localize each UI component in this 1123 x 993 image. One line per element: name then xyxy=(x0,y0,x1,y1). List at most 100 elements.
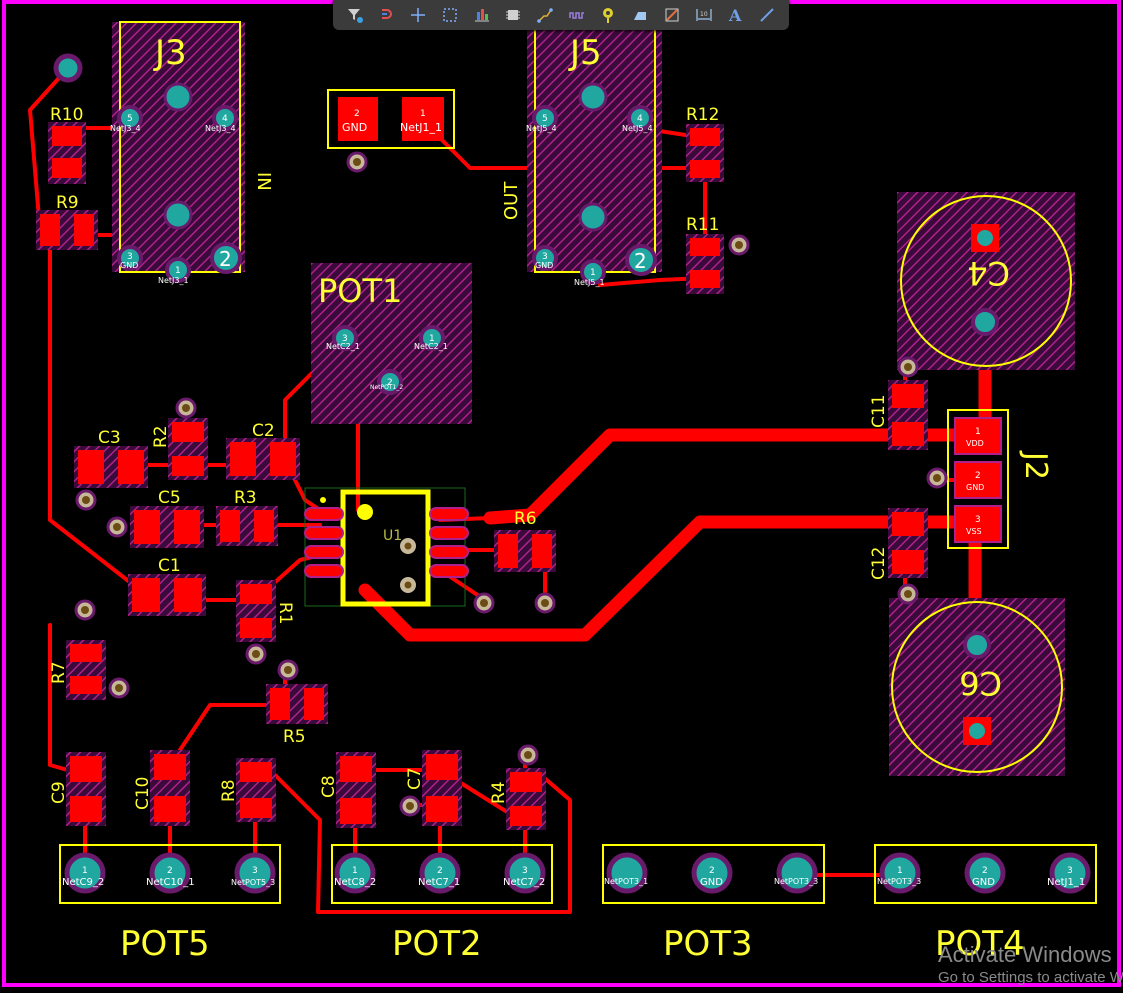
capacitor-c7 xyxy=(422,750,462,826)
svg-text:3: 3 xyxy=(252,866,258,876)
via-button[interactable] xyxy=(598,5,618,25)
select-rectangle-button[interactable] xyxy=(440,5,460,25)
resistor-r11 xyxy=(686,234,724,294)
capacitor-c9 xyxy=(66,752,106,826)
chip-icon xyxy=(506,10,521,20)
smd-components[interactable] xyxy=(36,122,928,830)
svg-text:GND: GND xyxy=(966,483,984,492)
connector-j2[interactable]: J2 1 VDD 2 GND 3 VSS xyxy=(947,409,1053,549)
j5-designator: J5 xyxy=(568,33,602,73)
route-button[interactable] xyxy=(535,5,555,25)
svg-text:2: 2 xyxy=(634,249,647,273)
c3-designator: C3 xyxy=(98,428,121,448)
svg-text:1: 1 xyxy=(82,866,88,876)
resistor-r10 xyxy=(48,122,86,184)
dimension-button[interactable]: 10 xyxy=(694,5,714,25)
svg-text:VSS: VSS xyxy=(966,527,982,536)
svg-text:1: 1 xyxy=(175,266,181,276)
pad-net-label: NetJ3_4 xyxy=(110,124,141,133)
svg-text:3: 3 xyxy=(1067,866,1073,876)
r3-designator: R3 xyxy=(234,488,257,508)
length-tune-icon xyxy=(569,12,584,19)
line-button[interactable] xyxy=(757,5,777,25)
c7-designator: C7 xyxy=(405,767,425,790)
svg-text:1: 1 xyxy=(429,334,435,344)
r8-designator: R8 xyxy=(219,779,239,802)
region-icon xyxy=(665,8,679,22)
fill-button[interactable] xyxy=(630,5,650,25)
pot5-designator: POT5 xyxy=(120,924,210,964)
svg-text:5: 5 xyxy=(542,114,548,124)
resistor-r1 xyxy=(236,580,276,642)
in-label: IN xyxy=(253,172,274,191)
capacitor-c6[interactable]: C6 xyxy=(889,598,1065,776)
r12-designator: R12 xyxy=(686,105,719,125)
svg-text:GND: GND xyxy=(535,261,553,270)
interactive-route-button[interactable] xyxy=(377,5,397,25)
resistor-r8 xyxy=(236,758,276,822)
watermark-subtitle: Go to Settings to activate Windows. xyxy=(938,969,1123,986)
svg-text:1: 1 xyxy=(897,866,903,876)
svg-text:NetC9_2: NetC9_2 xyxy=(62,877,104,888)
svg-text:3: 3 xyxy=(342,334,348,344)
capacitor-c5 xyxy=(130,506,204,548)
svg-text:10: 10 xyxy=(700,11,708,18)
c11-designator: C11 xyxy=(869,394,889,428)
svg-text:3: 3 xyxy=(975,515,981,525)
svg-text:NetC7_2: NetC7_2 xyxy=(503,877,545,888)
connector-j5[interactable]: J5 OUT 5 NetJ5_4 4 NetJ5_4 3 GND 1 NetJ5… xyxy=(501,21,662,287)
watermark-title: Activate Windows xyxy=(938,942,1112,967)
connector-j3[interactable]: J3 IN 5 NetJ3_4 4 NetJ3_4 3 GND 1 NetJ3_… xyxy=(110,21,274,285)
svg-text:1: 1 xyxy=(590,268,596,278)
svg-text:NetJ3_1: NetJ3_1 xyxy=(158,276,189,285)
capacitor-c12 xyxy=(888,508,928,578)
svg-text:GND: GND xyxy=(120,261,138,270)
c9-designator: C9 xyxy=(49,781,69,804)
c10-designator: C10 xyxy=(133,776,153,810)
c12-designator: C12 xyxy=(869,546,889,580)
svg-text:2: 2 xyxy=(709,866,715,876)
region-button[interactable] xyxy=(662,5,682,25)
c5-designator: C5 xyxy=(158,488,181,508)
filter-icon xyxy=(347,9,363,23)
svg-text:1: 1 xyxy=(352,866,358,876)
align-button[interactable] xyxy=(472,5,492,25)
component-button[interactable] xyxy=(503,5,523,25)
svg-text:GND: GND xyxy=(972,877,995,888)
capacitor-c4[interactable]: C4 xyxy=(897,192,1075,370)
c8-designator: C8 xyxy=(319,775,339,798)
svg-text:NetPOT5_3: NetPOT5_3 xyxy=(231,878,275,887)
c4-designator: C4 xyxy=(967,254,1010,292)
svg-text:5: 5 xyxy=(127,114,133,124)
capacitor-c10 xyxy=(150,750,190,826)
crosshair-button[interactable] xyxy=(408,5,428,25)
svg-text:2: 2 xyxy=(219,247,232,271)
select-rectangle-icon xyxy=(443,8,457,22)
capacitor-c3 xyxy=(74,446,148,488)
resistor-r4 xyxy=(506,768,546,830)
crosshair-icon xyxy=(411,8,426,22)
vias[interactable] xyxy=(53,53,948,817)
connector-j1[interactable]: 2 GND 1 NetJ1_1 xyxy=(327,89,455,173)
svg-text:NetJ5_4: NetJ5_4 xyxy=(622,124,653,133)
svg-text:NetPOT3_3: NetPOT3_3 xyxy=(877,877,921,886)
svg-text:NetC2_1: NetC2_1 xyxy=(414,342,448,351)
ic-u1[interactable]: U1 xyxy=(304,487,469,607)
text-icon: A xyxy=(728,6,742,24)
svg-text:2: 2 xyxy=(982,866,988,876)
c6-designator: C6 xyxy=(959,664,1002,702)
via-icon xyxy=(603,8,614,23)
svg-text:GND: GND xyxy=(700,877,723,888)
resistor-r5 xyxy=(266,684,328,724)
text-button[interactable]: A xyxy=(725,5,745,25)
filter-button[interactable] xyxy=(345,5,365,25)
passive-designators: R10 R9 R12 R11 C3 R2 C2 C5 R3 C1 R1 R6 C… xyxy=(49,105,889,810)
pot2-designator: POT2 xyxy=(392,924,482,964)
length-tune-button[interactable] xyxy=(567,5,587,25)
svg-text:NetPOT3_3: NetPOT3_3 xyxy=(774,877,818,886)
pot1[interactable]: POT1 3 NetC2_1 1 NetC2_1 2 NetPOT1_2 xyxy=(311,263,472,424)
svg-text:1: 1 xyxy=(420,109,426,119)
svg-text:1: 1 xyxy=(975,427,981,437)
